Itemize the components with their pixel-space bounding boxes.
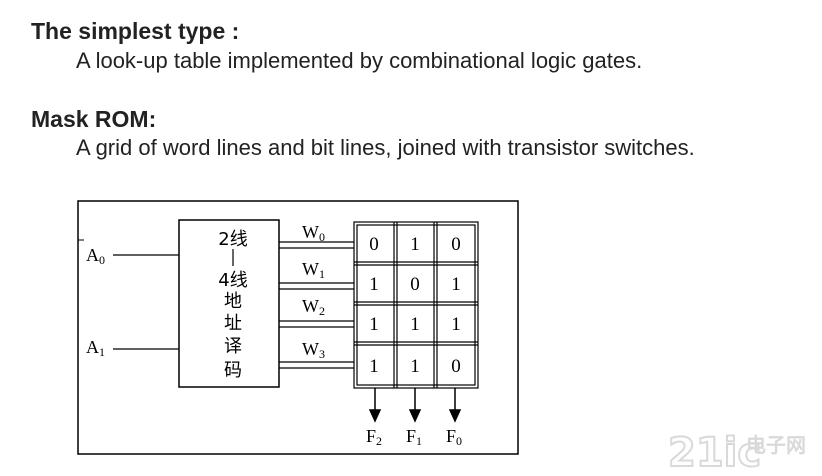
word-line-label-w1: W1 [302, 259, 325, 281]
rom-grid-values: 0 1 0 1 0 1 1 1 1 1 1 0 [369, 234, 461, 377]
diagram-frame [77, 200, 519, 455]
output-label-f0: F0 [446, 426, 462, 448]
grid-cell-r0-c1: 1 [410, 234, 420, 255]
address-decoder-box [178, 219, 280, 388]
grid-cell-r1-c2: 1 [451, 274, 461, 295]
decoder-label-line1: 2线 [218, 229, 247, 250]
word-line-label-w3: W3 [302, 339, 325, 361]
grid-cell-r3-c0: 1 [369, 356, 379, 377]
decoder-label-line4: 地 [224, 291, 242, 312]
grid-cell-r1-c1: 0 [410, 274, 420, 295]
grid-cell-r2-c0: 1 [369, 314, 379, 335]
rom-grid-lines [353, 221, 479, 389]
site-watermark-logo: 21ic 电子网 [668, 430, 806, 472]
output-label-f1: F1 [406, 426, 422, 448]
word-line-label-w0: W0 [302, 222, 325, 244]
output-arrow-f0 [448, 409, 462, 423]
grid-cell-r0-c0: 0 [369, 234, 379, 255]
input-label-a1: A1 [86, 337, 105, 359]
grid-cell-r2-c2: 1 [451, 314, 461, 335]
output-arrow-f2 [368, 409, 382, 423]
section-heading-mask-rom: Mask ROM: [31, 106, 157, 132]
output-arrows [368, 388, 462, 423]
grid-cell-r3-c2: 0 [451, 356, 461, 377]
section-heading-simplest-type: The simplest type : [31, 18, 240, 44]
decoder-label-line3: 4线 [218, 270, 247, 291]
grid-cell-r0-c2: 0 [451, 234, 461, 255]
decoder-label-line6: 译 [224, 336, 242, 357]
input-label-a0: A0 [86, 245, 105, 267]
grid-cell-r3-c1: 1 [410, 356, 420, 377]
output-arrow-f1 [408, 409, 422, 423]
output-label-f2: F2 [366, 426, 382, 448]
word-lines [279, 241, 354, 369]
decoder-label-line5: 址 [224, 313, 242, 334]
grid-cell-r1-c0: 1 [369, 274, 379, 295]
decoder-label-line7: 码 [224, 360, 242, 381]
section-description-lookup-table: A look-up table implemented by combinati… [76, 48, 643, 73]
grid-cell-r2-c1: 1 [410, 314, 420, 335]
word-line-label-w2: W2 [302, 296, 325, 318]
watermark-site-text: 电子网 [746, 433, 806, 457]
watermark-logo-text: 21ic [668, 430, 761, 472]
section-description-grid: A grid of word lines and bit lines, join… [76, 135, 695, 160]
